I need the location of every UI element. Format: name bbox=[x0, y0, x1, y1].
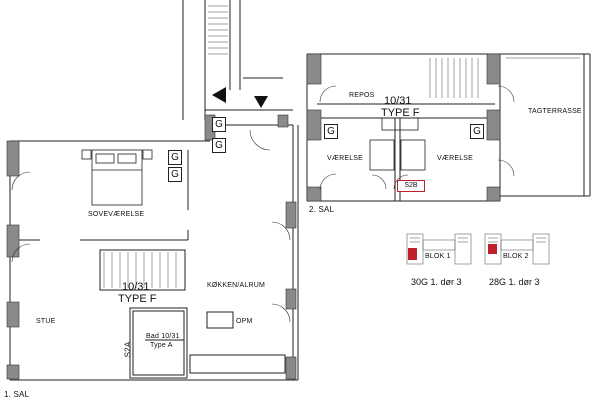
keyplan-blok2: BLOK 2 bbox=[483, 232, 551, 268]
storage-g-box: G bbox=[168, 150, 182, 165]
storage-g-box: G bbox=[470, 124, 484, 139]
stair-arrow-down-icon bbox=[254, 96, 268, 108]
stair-code-s2a: S2A bbox=[123, 341, 133, 358]
kitchen-label: KØKKEN/ALRUM bbox=[207, 282, 266, 289]
floor2-wardrobes bbox=[369, 117, 426, 171]
door-swings-floor1 bbox=[11, 129, 291, 323]
floor2-unit-number: 10/31 bbox=[384, 95, 412, 107]
room-right-label: VÆRELSE bbox=[437, 155, 474, 162]
bath-type-label: Type A bbox=[150, 342, 173, 349]
living-room-label: STUE bbox=[36, 318, 56, 325]
keyplan-blok1: BLOK 1 bbox=[405, 232, 473, 268]
storage-g-box: G bbox=[212, 138, 226, 153]
terrace-label: TAGTERRASSE bbox=[528, 108, 582, 115]
keyplan-blok2-label: BLOK 2 bbox=[503, 253, 529, 260]
opm-label: OPM bbox=[236, 318, 253, 325]
floor2-stair-hatch bbox=[429, 57, 580, 98]
floor1-unit-type: TYPE F bbox=[118, 293, 157, 305]
stair-code-s2b: S2B bbox=[397, 180, 425, 192]
floor1-title: 1. SAL bbox=[4, 390, 30, 399]
keyplan-blok1-label: BLOK 1 bbox=[425, 253, 451, 260]
bedroom-label: SOVEVÆRELSE bbox=[88, 211, 145, 218]
stair-arrow-up-icon bbox=[212, 87, 226, 103]
floor1-unit-number: 10/31 bbox=[122, 281, 150, 293]
storage-g-box: G bbox=[212, 117, 226, 132]
bed bbox=[81, 149, 153, 206]
floor2-unit-type: TYPE F bbox=[381, 107, 420, 119]
floor2-walls bbox=[306, 53, 591, 202]
room-left-label: VÆRELSE bbox=[327, 155, 364, 162]
repos-label: REPOS bbox=[349, 92, 375, 99]
door-swings-floor2 bbox=[319, 85, 515, 191]
floor2-title: 2. SAL bbox=[309, 205, 335, 214]
keyplan-blok1-caption: 30G 1. dør 3 bbox=[411, 277, 462, 287]
stair-hatch bbox=[103, 5, 228, 288]
floor2-wall-blocks bbox=[306, 53, 501, 202]
storage-g-box: G bbox=[324, 124, 338, 139]
floor1-wall-blocks bbox=[6, 114, 297, 380]
bath-label: Bad 10/31 bbox=[146, 333, 180, 340]
keyplan-blok2-caption: 28G 1. dør 3 bbox=[489, 277, 540, 287]
storage-g-box: G bbox=[168, 167, 182, 182]
